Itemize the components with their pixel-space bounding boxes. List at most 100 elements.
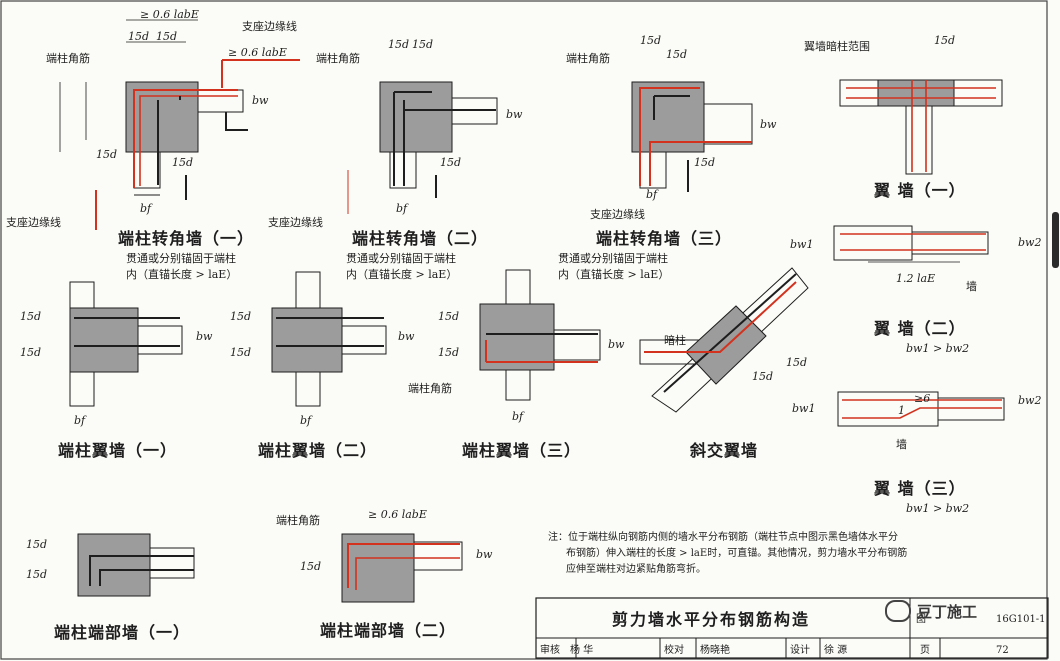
check-label: 校对 (664, 643, 684, 656)
footnote-line-2: 布钢筋）伸入端柱的长度 > laE时，可直锚。其他情况，剪力墙水平分布钢筋 (566, 546, 907, 559)
dim-15d-12: 15d (20, 310, 41, 323)
caption-end-wall-2: 端柱端部墙（二） (320, 621, 456, 640)
dim-bw-2: bw (506, 108, 523, 121)
dim-15d-4: 15d (172, 156, 193, 169)
figure-title: 剪力墙水平分布钢筋构造 (612, 610, 810, 629)
support-edge-label-3: 支座边缘线 (590, 207, 645, 221)
dim-bf-1: bf (140, 202, 153, 215)
scrollbar-thumb[interactable] (1052, 212, 1059, 268)
dim-15d-6: 15d (412, 38, 433, 51)
end-col-corner-label-5: 端柱角筋 (276, 513, 320, 527)
end-column-corner-wall-3 (631, 81, 753, 192)
end-column-corner-wall-1 (59, 19, 300, 230)
dim-15d-13: 15d (20, 346, 41, 359)
dim-bw-5: bw (398, 330, 415, 343)
dim-15d-15: 15d (230, 346, 251, 359)
end-col-corner-label-4: 端柱角筋 (408, 381, 452, 395)
support-edge-label-top: 支座边缘线 (242, 19, 297, 33)
end-col-corner-label-2: 端柱角筋 (316, 51, 360, 65)
caption-corner-3: 端柱转角墙（三） (596, 229, 732, 248)
end-col-corner-label-3: 端柱角筋 (566, 51, 610, 65)
anchor-note-3b: 内（直锚长度 > laE） (558, 267, 669, 281)
anchor-note-1b: 内（直锚长度 > laE） (126, 267, 237, 281)
dim-1.2lae: 1.2 laE (896, 272, 935, 285)
watermark: 豆丁施工 (885, 596, 1025, 626)
wing-wall-2 (833, 225, 989, 263)
caption-end-col-wing-1: 端柱翼墙（一） (58, 441, 177, 460)
end-column-end-wall-2 (341, 533, 463, 603)
dim-15d-14: 15d (230, 310, 251, 323)
end-column-wing-wall-2 (271, 271, 387, 407)
dim-15d-1: 15d (128, 30, 149, 43)
wing-wall-1 (839, 79, 1003, 175)
end-col-corner-label: 端柱角筋 (46, 51, 90, 65)
support-edge-label-2: 支座边缘线 (268, 215, 323, 229)
footnote-line-1: 注：位于端柱纵向钢筋内侧的墙水平分布钢筋（端柱节点中图示黑色墙体水平分 (548, 530, 898, 543)
dim-15d-17: 15d (438, 346, 459, 359)
caption-corner-2: 端柱转角墙（二） (352, 229, 488, 248)
ratio-label-1: bw1 > bw2 (906, 342, 969, 355)
oblique-wing-wall (639, 267, 809, 413)
dim-15d-5: 15d (388, 38, 409, 51)
end-column-wing-wall-3 (479, 269, 601, 401)
dim-bf-4: bf (74, 414, 87, 427)
ratio-label-2: bw1 > bw2 (906, 502, 969, 515)
designer-name: 徐 源 (824, 643, 847, 656)
hidden-col-label: 暗柱 (664, 333, 686, 347)
dim-bw-7: bw (476, 548, 493, 561)
reviewer-name: 杨 华 (570, 643, 593, 656)
wing-hidden-col-label: 翼墙暗柱范围 (804, 39, 870, 53)
anchor-note-3: 贯通或分别锚固于端柱 (558, 251, 668, 265)
atlas-label: 图 (916, 613, 926, 625)
support-edge-label-bottom: 支座边缘线 (6, 215, 61, 229)
dim-bf-3: bf (646, 188, 659, 201)
caption-wing-2: 翼 墙（二） (874, 319, 966, 338)
dim-15d-21: 15d (26, 568, 47, 581)
caption-corner-1: 端柱转角墙（一） (118, 229, 254, 248)
dim-bf-2: bf (396, 202, 409, 215)
anchor-note-1: 贯通或分别锚固于端柱 (126, 251, 236, 265)
dim-bw2-1: bw2 (1018, 236, 1041, 249)
dim-15d-3: 15d (96, 148, 117, 161)
end-column-wing-wall-1 (69, 281, 183, 407)
dim-lab-1: ≥ 0.6 labE (140, 8, 199, 21)
dim-bw-1: bw (252, 94, 269, 107)
watermark-text: 豆丁施工 (917, 602, 978, 621)
dim-15d-22: 15d (300, 560, 321, 573)
page-number: 72 (996, 645, 1009, 656)
dim-15d-2: 15d (156, 30, 177, 43)
dim-15d-19: 15d (786, 356, 807, 369)
design-label: 设计 (790, 643, 810, 656)
anchor-note-2b: 内（直锚长度 > laE） (346, 267, 457, 281)
caption-end-col-wing-3: 端柱翼墙（三） (462, 441, 581, 460)
checker-name: 杨晓艳 (700, 643, 730, 656)
wall-label-2: 墙 (896, 437, 907, 451)
dim-bw-3: bw (760, 118, 777, 131)
dim-lab-2: ≥ 0.6 labE (228, 46, 287, 59)
wall-label-1: 墙 (966, 279, 977, 293)
end-column-end-wall-1 (77, 533, 195, 597)
dim-bf-5: bf (300, 414, 313, 427)
caption-end-wall-1: 端柱端部墙（一） (54, 623, 190, 642)
dim-slope-1: 1 (898, 404, 905, 417)
caption-wing-3: 翼 墙（三） (874, 479, 966, 498)
dim-bw2-2: bw2 (1018, 394, 1041, 407)
dim-ge6: ≥6 (914, 392, 930, 405)
dim-bw1-2: bw1 (792, 402, 815, 415)
dim-lab-3: ≥ 0.6 labE (368, 508, 427, 521)
dim-bw-6: bw (608, 338, 625, 351)
dim-15d-7: 15d (440, 156, 461, 169)
wing-wall-3 (837, 391, 1005, 427)
dim-bf-6: bf (512, 410, 525, 423)
dim-15d-10: 15d (694, 156, 715, 169)
dim-15d-16: 15d (438, 310, 459, 323)
page-label: 页 (920, 644, 930, 656)
dim-15d-11: 15d (934, 34, 955, 47)
caption-oblique-wing: 斜交翼墙 (689, 441, 758, 460)
dim-bw1-1: bw1 (790, 238, 813, 251)
dim-15d-8: 15d (640, 34, 661, 47)
dim-bw-4: bw (196, 330, 213, 343)
chat-bubble-icon (885, 600, 911, 622)
